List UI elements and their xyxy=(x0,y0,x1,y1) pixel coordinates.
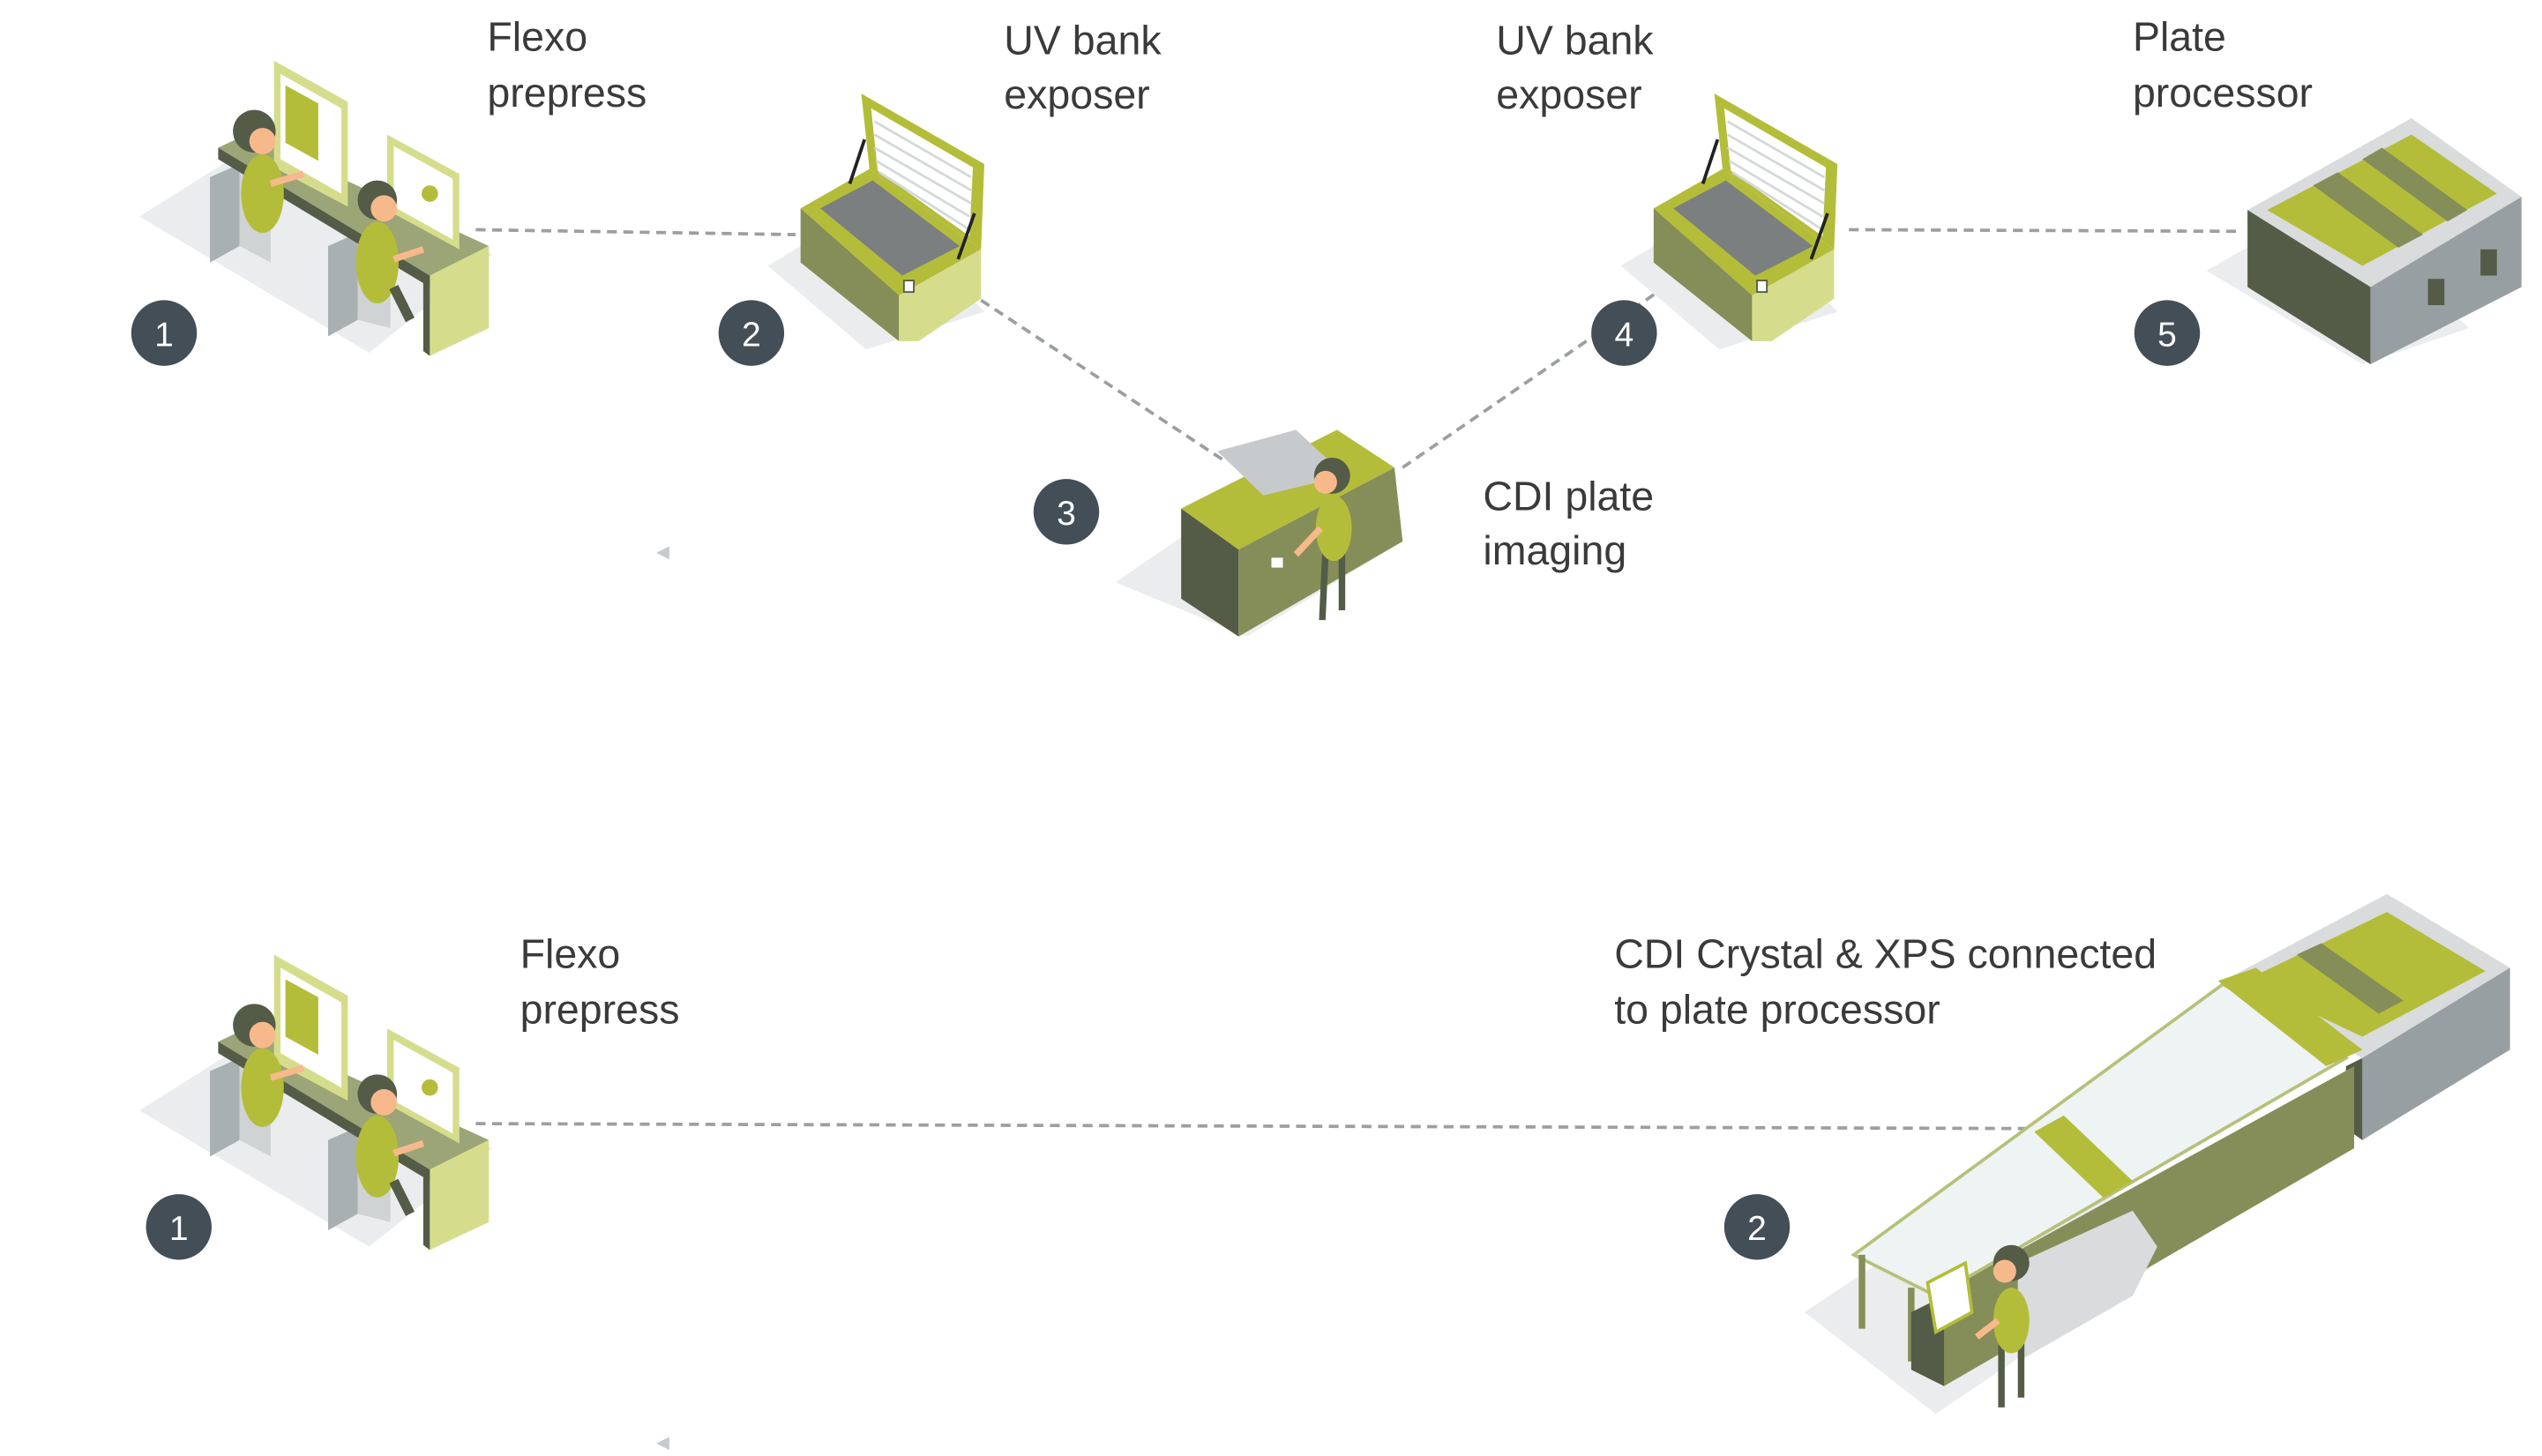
svg-text:3: 3 xyxy=(1057,495,1076,533)
svg-text:1: 1 xyxy=(169,1210,189,1248)
marker-icon xyxy=(655,546,669,560)
uv-exposer-icon xyxy=(766,92,986,352)
step-badge-3: 3 xyxy=(1033,479,1100,545)
connector-bottom-1-2 xyxy=(475,1122,2035,1131)
bottom-step-badge-1: 1 xyxy=(146,1194,212,1260)
svg-text:2: 2 xyxy=(742,317,761,355)
step-badge-5: 5 xyxy=(2134,300,2201,366)
marker-icon xyxy=(655,1437,669,1451)
uv-exposer-icon xyxy=(1619,92,1840,352)
connector-4-5 xyxy=(1849,228,2239,234)
svg-text:2: 2 xyxy=(1747,1210,1767,1248)
plate-processor-icon xyxy=(2206,117,2522,364)
svg-text:4: 4 xyxy=(1614,317,1634,355)
connector-2-3 xyxy=(980,298,1223,461)
step-badge-4: 4 xyxy=(1591,300,1657,366)
step-badge-2: 2 xyxy=(718,300,785,366)
cdi-crystal-xps-line-icon xyxy=(1804,893,2510,1415)
svg-text:5: 5 xyxy=(2157,317,2177,355)
cdi-imager-icon xyxy=(1115,429,1403,637)
connector-1-2 xyxy=(475,228,796,236)
step-badge-1: 1 xyxy=(131,300,198,366)
bottom-step-badge-2: 2 xyxy=(1723,1194,1791,1260)
svg-text:1: 1 xyxy=(154,317,174,355)
prepress-desk-icon xyxy=(139,61,492,356)
